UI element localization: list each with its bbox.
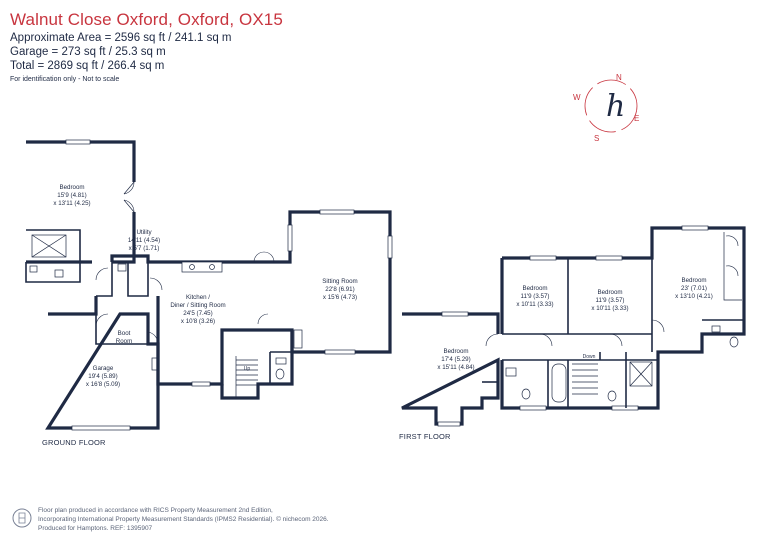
kitchen-name2: Diner / Sitting Room (170, 302, 225, 309)
gf-bedroom-dim1: 15'9 (4.81) (57, 192, 86, 199)
ground-floor-label: GROUND FLOOR (42, 438, 106, 447)
first-floor-plan: Down (401, 225, 746, 427)
compass-w: W (573, 93, 581, 102)
approx-area: Approximate Area = 2596 sq ft / 241.1 sq… (10, 32, 232, 44)
ff-bedroom-c-name: Bedroom (597, 289, 622, 296)
kitchen-dim2: x 10'8 (3.26) (181, 318, 215, 325)
kitchen-dim1: 24'5 (7.45) (183, 310, 212, 317)
footer-line-3: Produced for Hamptons. REF: 1395907 (38, 525, 153, 532)
sitting-room-dim1: 22'8 (6.91) (325, 286, 354, 293)
gf-bedroom-dim2: x 13'11 (4.25) (53, 200, 90, 207)
garage-dim2: x 16'8 (5.09) (86, 381, 120, 388)
ff-bedroom-c-dim2: x 10'11 (3.33) (591, 305, 628, 312)
compass-n: N (616, 73, 622, 82)
compass-e: E (634, 114, 639, 123)
boot-room-name1: Boot (118, 330, 131, 337)
garage-dim1: 19'4 (5.89) (88, 373, 117, 380)
ground-floor-plan: Up (25, 139, 393, 431)
garage-name: Garage (93, 365, 114, 372)
ff-bedroom-b-name: Bedroom (522, 285, 547, 292)
stairs-down-label: Down (583, 354, 596, 360)
sitting-room-name: Sitting Room (322, 278, 357, 285)
ff-bedroom-a-dim1: 17'4 (5.29) (441, 356, 470, 363)
ff-bedroom-c-dim1: 11'9 (3.57) (596, 297, 625, 304)
ff-bedroom-a-name: Bedroom (443, 348, 468, 355)
page-title: Walnut Close Oxford, Oxford, OX15 (10, 10, 283, 29)
ff-bedroom-a-dim2: x 15'11 (4.84) (437, 364, 474, 371)
ff-bedroom-b-dim2: x 10'11 (3.33) (516, 301, 553, 308)
scale-note: For identification only - Not to scale (10, 76, 120, 83)
total-area: Total = 2869 sq ft / 266.4 sq m (10, 60, 165, 72)
garage-area: Garage = 273 sq ft / 25.3 sq m (10, 46, 166, 58)
ff-bedroom-d-name: Bedroom (681, 277, 706, 284)
stairs-up-label: Up (244, 366, 251, 372)
utility-dim2: x 5'7 (1.71) (129, 245, 160, 252)
logo-letter: h (606, 89, 625, 124)
compass-logo: h N E S W (573, 73, 639, 143)
rics-badge-icon (12, 508, 32, 528)
kitchen-name1: Kitchen / (186, 294, 210, 301)
utility-name: Utility (136, 229, 152, 236)
ff-bedroom-b-dim1: 11'9 (3.57) (521, 293, 550, 300)
sitting-room-dim2: x 15'6 (4.73) (323, 294, 357, 301)
utility-dim1: 14'11 (4.54) (128, 237, 160, 244)
first-floor-label: FIRST FLOOR (399, 432, 451, 441)
footer-line-1: Floor plan produced in accordance with R… (38, 507, 273, 514)
footer-line-2: Incorporating International Property Mea… (38, 516, 329, 523)
gf-bedroom-name: Bedroom (59, 184, 84, 191)
boot-room-name2: Room (116, 338, 133, 345)
ff-bedroom-d-dim1: 23' (7.01) (681, 285, 707, 292)
ff-bedroom-d-dim2: x 13'10 (4.21) (675, 293, 713, 300)
compass-s: S (594, 134, 599, 143)
